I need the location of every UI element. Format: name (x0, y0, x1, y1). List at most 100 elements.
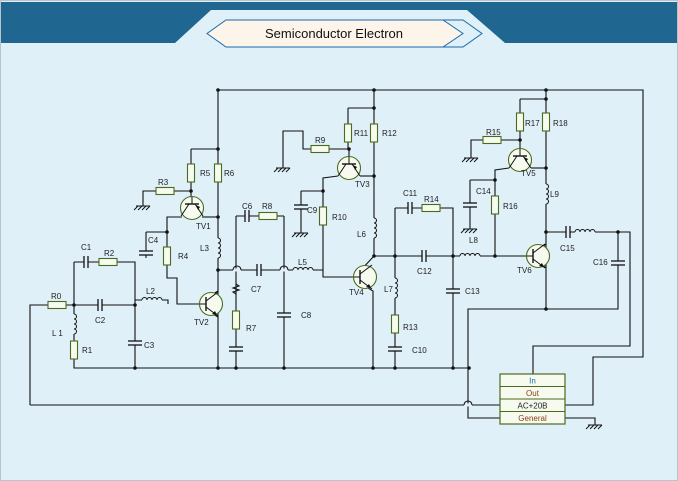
label-tv5: TV5 (521, 169, 536, 178)
junction-dot (372, 88, 376, 92)
label-c11: C11 (403, 189, 418, 198)
junction-dot (321, 189, 325, 193)
resistor-symbol (541, 112, 551, 132)
capacitor-gap (566, 230, 570, 234)
resistor-symbol (515, 112, 525, 132)
label-c2: C2 (95, 316, 106, 325)
label-l2: L2 (146, 287, 155, 296)
wire (218, 89, 644, 406)
capacitor-gap (234, 347, 238, 351)
wire (494, 167, 510, 256)
wire (73, 262, 469, 369)
junction-dot (467, 366, 471, 370)
ground-hatch (469, 157, 475, 163)
wire (467, 232, 619, 419)
capacitor-gap (422, 254, 426, 258)
ground-hatch (145, 205, 151, 211)
junction-dot (372, 106, 376, 110)
resistor-symbol (310, 144, 330, 154)
wire (142, 190, 191, 206)
wire (74, 261, 136, 368)
label-l7: L7 (384, 285, 393, 294)
page-title: Semiconductor Electron (265, 26, 403, 41)
label-c15: C15 (560, 244, 575, 253)
inductor-symbol (393, 277, 398, 299)
ground-icon (291, 232, 309, 238)
junction-dot (518, 138, 522, 142)
transistor-collector (359, 264, 373, 275)
ground-icon (460, 228, 478, 234)
label-r12: R12 (382, 129, 397, 138)
label-l5: L5 (298, 258, 307, 267)
terminal-out: Out (526, 389, 540, 398)
junction-dot (544, 166, 548, 170)
resistor-symbol (343, 123, 353, 143)
inductor-symbol (141, 297, 163, 302)
inductor-coil (217, 237, 221, 259)
ground-hatch (277, 167, 283, 173)
junction-dot (133, 303, 137, 307)
resistor-symbol (231, 310, 241, 330)
transistor-arrow (539, 263, 544, 267)
label-c6: C6 (242, 202, 253, 211)
capacitor-symbol (83, 256, 89, 268)
ground-hatch (291, 232, 297, 238)
ground-hatch (285, 167, 291, 173)
junction-dot (544, 307, 548, 311)
capacitor-gap (257, 268, 261, 272)
transistor-emitter (522, 155, 532, 169)
ground-hatch (585, 424, 591, 430)
junction-dot (544, 230, 548, 234)
ground-icon (585, 424, 603, 430)
junction-dot (133, 366, 137, 370)
inductor-symbol (216, 237, 221, 259)
ground-icon (461, 157, 479, 163)
label-c13: C13 (465, 287, 480, 296)
capacitor-gap (299, 205, 303, 209)
ground-hatch (281, 167, 287, 173)
resistor-symbol (47, 300, 67, 310)
label-l3: L3 (200, 244, 209, 253)
inductor-coil (373, 217, 377, 239)
transistor-body (336, 155, 362, 181)
transistor-symbol (336, 155, 362, 181)
capacitor-symbol (611, 260, 625, 266)
transistor-symbol (507, 147, 533, 173)
capacitor-gap (144, 251, 148, 255)
inductor-symbol (372, 217, 377, 239)
wire-hop (279, 265, 289, 271)
junction-dot (282, 366, 286, 370)
junction-dot (234, 366, 238, 370)
resistor-symbol (98, 257, 118, 267)
capacitor-symbol (256, 264, 262, 276)
label-r2: R2 (104, 249, 115, 258)
inductor-coil (73, 313, 77, 335)
junction-dot (216, 366, 220, 370)
inductor-coil (292, 267, 314, 271)
label-r15: R15 (486, 128, 501, 137)
label-c9: C9 (307, 206, 318, 215)
junction-dot (393, 254, 397, 258)
resistor-symbol (162, 246, 172, 266)
transistor-body (352, 264, 378, 290)
capacitor-symbol (139, 250, 153, 256)
label-r0: R0 (51, 292, 62, 301)
resistor-symbol (258, 211, 278, 221)
transistor-collector (180, 203, 190, 217)
ground-hatch (473, 157, 479, 163)
capacitor-symbol (565, 226, 571, 238)
transistor-body (198, 291, 224, 317)
transistor-body (525, 243, 551, 269)
capacitor-gap (408, 206, 412, 210)
capacitor-gap (245, 214, 249, 218)
label-r7: R7 (246, 324, 257, 333)
inductor-symbol (292, 267, 314, 272)
label-r8: R8 (262, 202, 273, 211)
junction-dot (216, 88, 220, 92)
transistor-symbol (352, 264, 378, 290)
wire (166, 216, 199, 305)
capacitor-symbol (421, 250, 427, 262)
ground-hatch (464, 228, 470, 234)
resistor-symbol (421, 203, 441, 213)
